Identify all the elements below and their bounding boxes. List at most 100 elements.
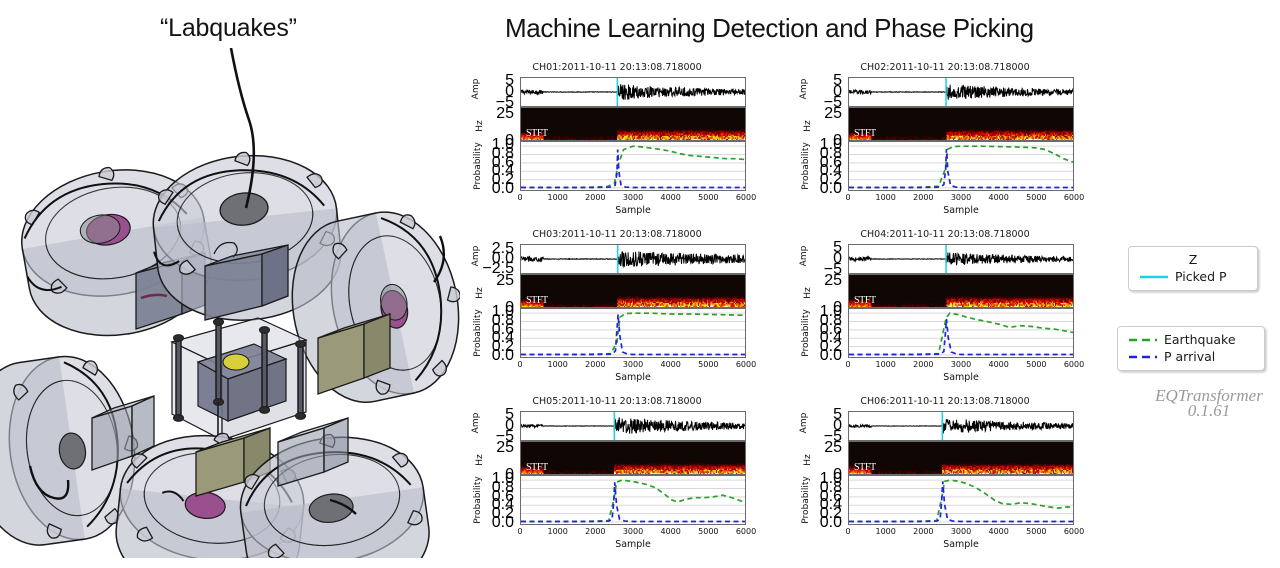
ylabel-probability: Probability xyxy=(801,476,811,524)
tick-label: 4000 xyxy=(660,527,681,536)
tick-label: 0.2 xyxy=(819,171,842,189)
tick-label: −5 xyxy=(495,427,514,445)
tick-label: 6000 xyxy=(735,527,757,536)
tick-label: 0 xyxy=(845,360,851,369)
tick-label: 25 xyxy=(824,439,842,457)
sensor-cable-lower-left xyxy=(28,465,70,500)
tick-label: −5 xyxy=(823,427,842,445)
loading-frame-assembly xyxy=(170,317,308,448)
waveform-trace xyxy=(521,417,745,433)
tick-label: 0.2 xyxy=(491,505,514,523)
tick-label: 1.0 xyxy=(491,136,514,154)
tick-label: 0 xyxy=(517,360,523,369)
tick-label: 0.2 xyxy=(819,505,842,523)
tick-label: 0.4 xyxy=(491,329,514,347)
waveform-axes xyxy=(848,411,1074,441)
tick-label: 0 xyxy=(505,466,514,483)
page-title-labquakes: “Labquakes” xyxy=(160,14,297,42)
tick-label: 4000 xyxy=(988,360,1009,369)
tick-label: 1.0 xyxy=(491,303,514,321)
tick-label: 25 xyxy=(824,105,842,123)
tick-label: 5000 xyxy=(1026,193,1047,202)
tick-label: −5 xyxy=(823,93,842,111)
legend-item-z: Z xyxy=(1137,251,1249,268)
waveform-trace xyxy=(849,253,1073,266)
tick-label: 2000 xyxy=(585,527,606,536)
waveform-trace xyxy=(849,418,1073,433)
tick-label: 0.8 xyxy=(819,145,842,163)
probability-curve xyxy=(849,146,1073,187)
tick-label: 25 xyxy=(496,439,514,457)
tick-label: 0.6 xyxy=(491,487,514,505)
instrument-block-olive-right xyxy=(317,313,391,395)
panel-title: CH04:2011-10-11 20:13:08.718000 xyxy=(860,229,1030,240)
tick-label: 0.4 xyxy=(491,162,514,180)
probability-curve xyxy=(521,314,745,354)
tick-label: 0 xyxy=(517,193,523,202)
tick-label: 6000 xyxy=(1063,527,1085,536)
tick-label: 0.4 xyxy=(819,329,842,347)
tick-label: 6000 xyxy=(735,360,757,369)
tick-label: 0.6 xyxy=(819,153,842,171)
probability-axes xyxy=(520,475,746,525)
tick-label: 0.0 xyxy=(491,513,514,531)
legend-item-p-arrival: P arrival xyxy=(1126,348,1256,365)
earthquake-dashed-swatch-icon xyxy=(1126,335,1160,345)
tick-label: 0.4 xyxy=(819,162,842,180)
tick-label: 0 xyxy=(505,132,514,149)
tick-label: 3000 xyxy=(622,193,644,202)
waveform-axes xyxy=(520,77,746,107)
tick-label: 0.0 xyxy=(819,513,842,531)
tick-label: −5 xyxy=(823,260,842,278)
ylabel-amp: Amp xyxy=(799,412,809,434)
sensor-puck-upper-left xyxy=(10,151,223,351)
stft-spectrogram-axes: STFT xyxy=(520,274,746,308)
tick-label: 0.8 xyxy=(491,479,514,497)
stft-spectrogram-axes: STFT xyxy=(520,441,746,475)
tick-label: 3000 xyxy=(950,527,972,536)
panel-title: CH05:2011-10-11 20:13:08.718000 xyxy=(532,396,702,407)
tick-label: 0 xyxy=(833,299,842,316)
tick-label: 5000 xyxy=(698,360,719,369)
probability-curve xyxy=(521,480,745,521)
tick-label: −2.5 xyxy=(482,260,514,278)
tick-label: 0 xyxy=(833,466,842,483)
instrument-block-blue-lower-left xyxy=(91,394,155,471)
hz-tick-labels: 25 0 xyxy=(812,439,842,483)
panel-title: CH03:2011-10-11 20:13:08.718000 xyxy=(532,229,702,240)
ylabel-probability: Probability xyxy=(473,142,483,190)
x-axis-label: Sample xyxy=(615,539,651,550)
tick-label: 0.6 xyxy=(819,487,842,505)
tick-label: 2.5 xyxy=(491,239,514,257)
panel-title: CH06:2011-10-11 20:13:08.718000 xyxy=(860,396,1030,407)
tick-label: 0.6 xyxy=(491,153,514,171)
legend-label-z: Z xyxy=(1188,252,1198,267)
tick-label: 3000 xyxy=(950,360,972,369)
stft-spectrogram-axes: STFT xyxy=(848,107,1074,141)
probability-curve xyxy=(521,150,745,188)
tick-label: 0 xyxy=(517,527,523,536)
tick-label: 0.0 xyxy=(491,179,514,197)
tick-label: 0 xyxy=(505,417,514,434)
tick-label: 1000 xyxy=(547,527,568,536)
tick-label: 1000 xyxy=(875,527,896,536)
tick-label: 0.0 xyxy=(491,346,514,364)
ylabel-probability: Probability xyxy=(801,142,811,190)
ylabel-amp: Amp xyxy=(471,78,481,100)
x-axis-label: Sample xyxy=(943,539,979,550)
tick-label: 1.0 xyxy=(819,136,842,154)
tick-label: 25 xyxy=(824,272,842,290)
tick-label: 1000 xyxy=(875,193,896,202)
tick-label: 2000 xyxy=(913,193,934,202)
